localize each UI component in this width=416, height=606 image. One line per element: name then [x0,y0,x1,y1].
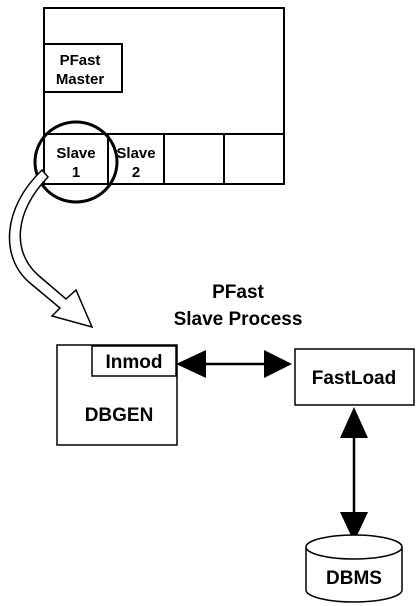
slave-1-label-line1: Slave [56,145,95,162]
process-title-line2: Slave Process [174,309,303,330]
arrowhead-left [176,350,206,378]
fastload-dbms-connector [340,407,368,542]
slave-2-label-line2: 2 [132,164,140,181]
pfast-master-label-line2: Master [56,71,105,88]
slave-1-highlight-circle [33,120,119,204]
arrowhead-right [264,350,292,378]
arrowhead-up [340,407,368,438]
inmod-fastload-connector [176,350,292,378]
inmod-label: Inmod [106,352,163,373]
inmod-box [91,345,177,377]
curved-hollow-arrow [8,168,94,329]
fastload-label: FastLoad [312,368,396,389]
dbgen-label: DBGEN [85,405,154,426]
dbms-cylinder [305,534,403,603]
arrowhead-down [340,512,368,542]
dbms-cylinder-top [305,534,403,560]
slave-slot-4 [223,133,285,185]
process-title-line1: PFast [212,282,264,303]
dbms-label: DBMS [326,568,382,589]
pfast-master-label-line1: PFast [60,52,101,69]
slave-1-label-line2: 1 [72,164,80,181]
slave-slots [43,133,285,185]
slave-2-label-line1: Slave [116,145,155,162]
dbms-cylinder-body [305,547,403,603]
fastload-box [294,348,415,406]
pfast-master-box [43,43,123,93]
